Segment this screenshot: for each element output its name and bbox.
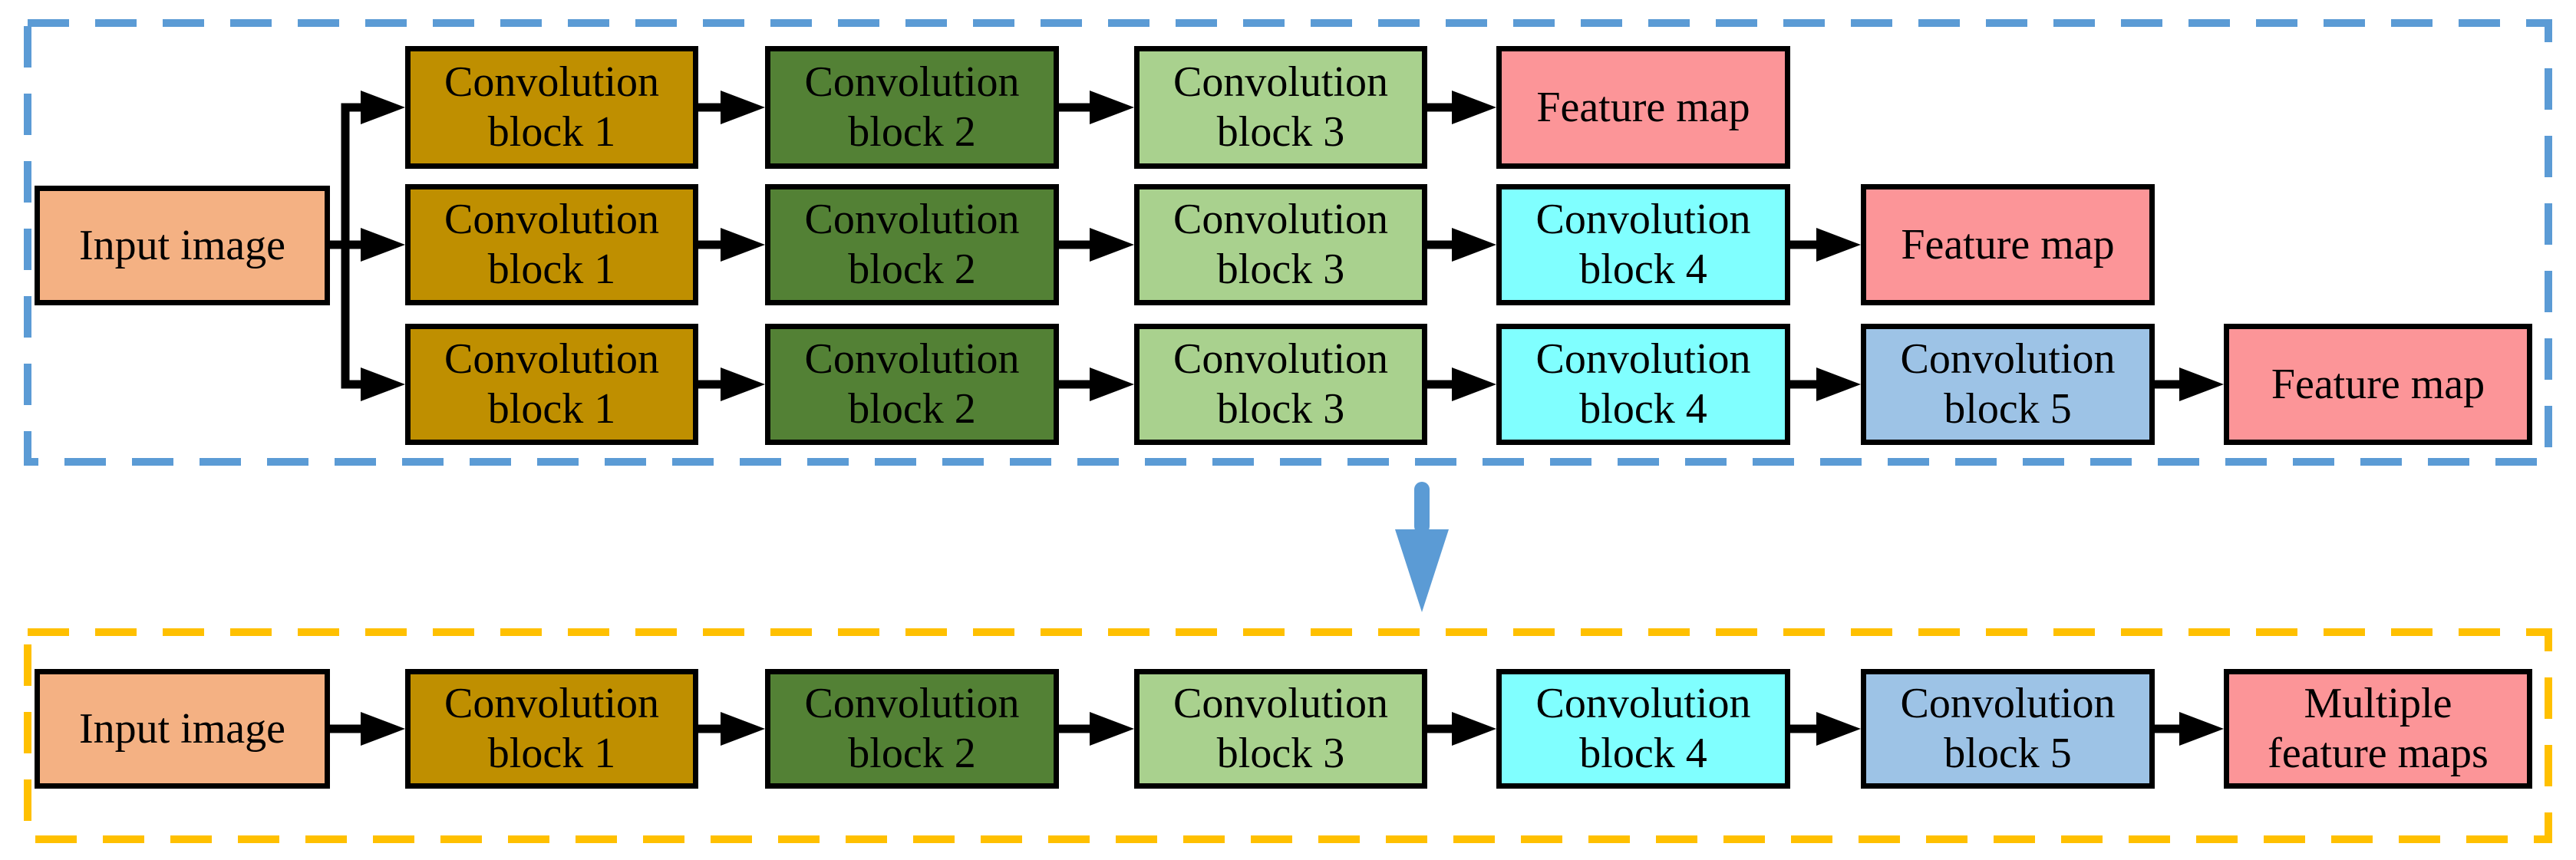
flow-arrow — [341, 367, 405, 401]
flow-arrow — [1790, 712, 1861, 746]
conv-block-1-box: Convolution block 1 — [405, 46, 698, 169]
feature-map-box: Feature map — [1861, 184, 2155, 305]
conv-block-5-box: Convolution block 5 — [1861, 669, 2155, 789]
conv-block-3-box: Convolution block 3 — [1134, 669, 1427, 789]
transition-arrow — [1395, 482, 1449, 612]
flow-arrow — [1059, 712, 1134, 746]
conv-block-2-box: Convolution block 2 — [765, 324, 1059, 445]
flow-arrow — [698, 712, 765, 746]
conv-block-4-box: Convolution block 4 — [1496, 184, 1790, 305]
flow-arrow — [1790, 228, 1861, 262]
multiple-feature-maps-box: Multiple feature maps — [2224, 669, 2532, 789]
flow-arrow — [1427, 91, 1496, 124]
conv-block-4-box: Convolution block 4 — [1496, 324, 1790, 445]
conv-block-2-box: Convolution block 2 — [765, 184, 1059, 305]
flow-arrow — [1427, 367, 1496, 401]
flow-arrow — [698, 91, 765, 124]
multi-branch-group-border — [24, 19, 2552, 466]
conv-block-2-box: Convolution block 2 — [765, 669, 1059, 789]
conv-block-3-box: Convolution block 3 — [1134, 184, 1427, 305]
feature-map-box: Feature map — [1496, 46, 1790, 169]
merged-pipeline-group-border — [24, 628, 2552, 843]
conv-block-3-box: Convolution block 3 — [1134, 46, 1427, 169]
conv-block-5-box: Convolution block 5 — [1861, 324, 2155, 445]
flow-arrow — [341, 91, 405, 124]
flow-arrow — [330, 712, 405, 746]
flow-arrow — [698, 367, 765, 401]
flow-arrow — [1427, 712, 1496, 746]
flow-arrow — [1059, 367, 1134, 401]
conv-block-4-box: Convolution block 4 — [1496, 669, 1790, 789]
flow-arrow — [698, 228, 765, 262]
conv-block-2-box: Convolution block 2 — [765, 46, 1059, 169]
conv-block-1-box: Convolution block 1 — [405, 669, 698, 789]
conv-block-1-box: Convolution block 1 — [405, 184, 698, 305]
flow-arrow — [1059, 91, 1134, 124]
input-image-box: Input image — [35, 669, 330, 789]
flow-arrow — [330, 228, 405, 262]
flow-arrow — [1790, 367, 1861, 401]
flow-arrow — [2155, 712, 2224, 746]
flow-arrow — [2155, 367, 2224, 401]
feature-map-box: Feature map — [2224, 324, 2532, 445]
branch-connector — [330, 91, 405, 401]
conv-block-3-box: Convolution block 3 — [1134, 324, 1427, 445]
input-image-box: Input image — [35, 186, 330, 305]
flow-arrow — [1427, 228, 1496, 262]
conv-block-1-box: Convolution block 1 — [405, 324, 698, 445]
flow-arrow — [1059, 228, 1134, 262]
